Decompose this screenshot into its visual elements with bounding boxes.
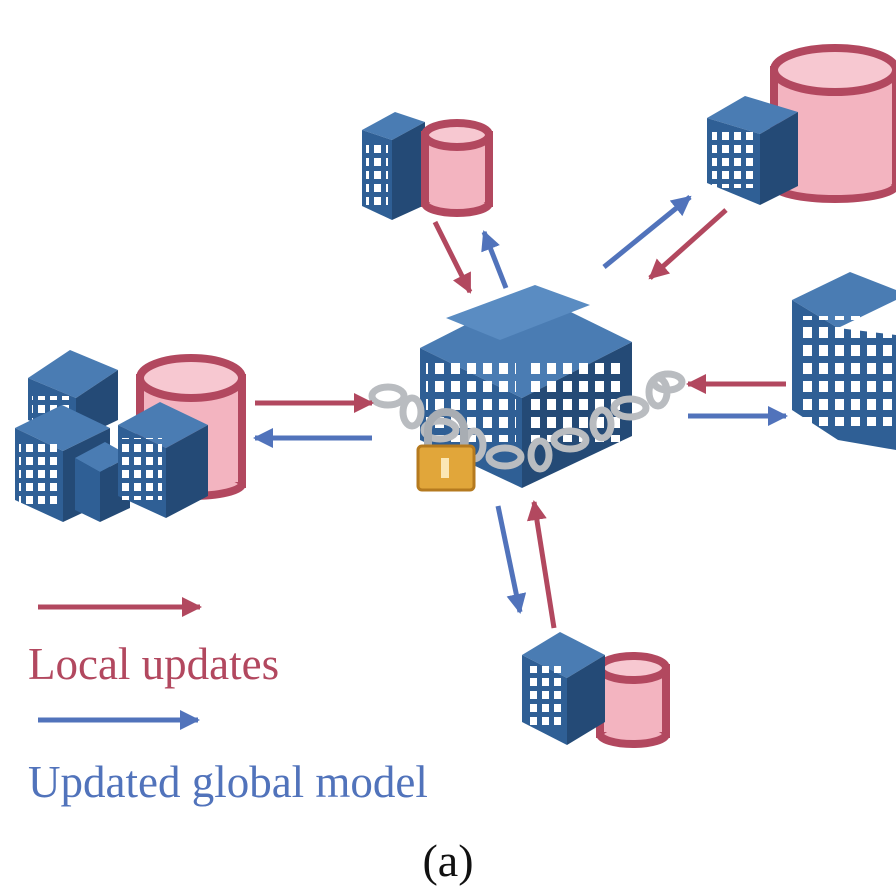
central-server (368, 285, 686, 492)
building-icon (118, 402, 208, 518)
figure-caption: (a) (422, 835, 474, 886)
database-icon (770, 44, 896, 203)
top-client (362, 112, 493, 220)
building-icon (792, 272, 896, 450)
building-icon (707, 96, 798, 205)
global-model-arrow-top (481, 230, 509, 289)
legend-local-updates: Local updates (28, 639, 280, 689)
legend-updated-global-model: Updated global model (28, 757, 428, 807)
local-update-arrow-top (432, 220, 473, 294)
padlock-icon (416, 408, 476, 492)
top-right-client (707, 44, 896, 205)
building-icon (362, 112, 425, 220)
local-update-arrow-bottom (526, 500, 557, 629)
local-update-arrow-top-right (648, 208, 728, 280)
building-icon (522, 632, 605, 745)
right-client (792, 272, 896, 450)
global-model-arrow-top-right (602, 195, 692, 269)
chain-icon (368, 370, 686, 473)
left-client (15, 350, 246, 522)
database-icon (421, 119, 493, 217)
arrows (38, 195, 788, 730)
database-icon (596, 652, 670, 748)
global-model-arrow-bottom (495, 505, 527, 614)
bottom-client (522, 632, 670, 748)
